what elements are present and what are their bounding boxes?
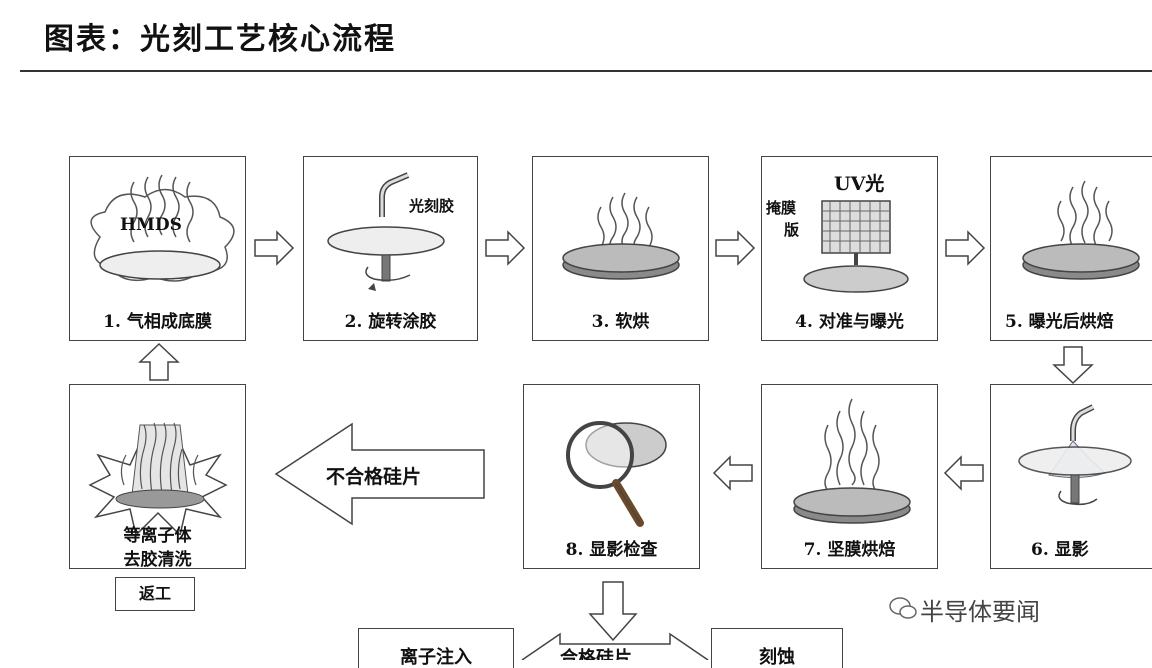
qualified-wafer-label: 合格硅片: [560, 648, 632, 660]
step-1-caption: 1. 气相成底膜: [103, 312, 212, 332]
step-4-caption: 4. 对准与曝光: [795, 312, 904, 332]
strip-box: 等离子体 去胶清洗: [69, 384, 246, 570]
mask-label-1: 掩膜: [766, 199, 797, 217]
arrow-left-icon: [712, 455, 753, 491]
develop-illustration: [1018, 404, 1132, 506]
step-6-box: 6. 显影: [990, 384, 1152, 569]
vapor-prime-illustration: [90, 174, 235, 282]
etch-label: 刻蚀: [759, 647, 795, 668]
step-8-box: 8. 显影检查: [523, 384, 700, 569]
step-2-caption: 2. 旋转涂胶: [344, 312, 437, 332]
photoresist-label: 光刻胶: [409, 197, 455, 215]
step-2-box: 光刻胶 2. 旋转涂胶: [303, 156, 478, 341]
uv-light-label: UV光: [834, 173, 885, 195]
mask-label-2: 版: [784, 221, 800, 239]
arrow-up-icon: [138, 342, 180, 381]
arrow-right-icon: [945, 230, 986, 266]
arrow-right-icon: [254, 230, 295, 266]
rework-tag: 返工: [115, 577, 195, 611]
arrow-down-icon: [588, 581, 638, 642]
arrow-down-icon: [1052, 346, 1094, 385]
etch-box: 刻蚀: [711, 628, 843, 668]
magnifier-icon: [566, 421, 667, 527]
step-5-box: 5. 曝光后烘焙: [990, 156, 1152, 341]
arrow-right-icon: [715, 230, 756, 266]
ion-implant-label: 离子注入: [400, 647, 472, 668]
step-6-caption: 6. 显影: [1031, 540, 1089, 560]
align-expose-illustration: [803, 200, 909, 293]
spin-coat-illustration: [327, 172, 445, 291]
step-1-box: HMDS 1. 气相成底膜: [69, 156, 246, 341]
ion-implant-box: 离子注入: [358, 628, 514, 668]
strip-caption-2: 去胶清洗: [123, 550, 192, 570]
step-8-caption: 8. 显影检查: [565, 540, 658, 560]
step-7-caption: 7. 坚膜烘焙: [803, 540, 896, 560]
hmds-label: HMDS: [120, 215, 182, 235]
step-5-caption: 5. 曝光后烘焙: [1005, 312, 1114, 332]
hard-bake-illustration: [793, 398, 911, 524]
strip-caption-1: 等离子体: [123, 526, 192, 546]
reject-arrow-icon: [274, 422, 485, 526]
post-exposure-bake-illustration: [1022, 180, 1140, 280]
step-3-box: 3. 软烘: [532, 156, 709, 341]
reject-label: 不合格硅片: [326, 466, 422, 488]
wechat-logo-icon: [889, 597, 917, 619]
arrow-right-icon: [485, 230, 526, 266]
step-3-caption: 3. 软烘: [591, 312, 650, 332]
split-arrow-icon: [521, 632, 709, 660]
arrow-left-icon: [943, 455, 984, 491]
step-4-box: UV光 掩膜 版 4. 对准与曝光: [761, 156, 938, 341]
title-divider: [20, 70, 1152, 72]
plasma-strip-illustration: [88, 422, 228, 535]
page-title: 图表：光刻工艺核心流程: [44, 22, 396, 57]
soft-bake-illustration: [562, 192, 680, 280]
watermark-text: 半导体要闻: [920, 598, 1040, 626]
step-7-box: 7. 坚膜烘焙: [761, 384, 938, 569]
